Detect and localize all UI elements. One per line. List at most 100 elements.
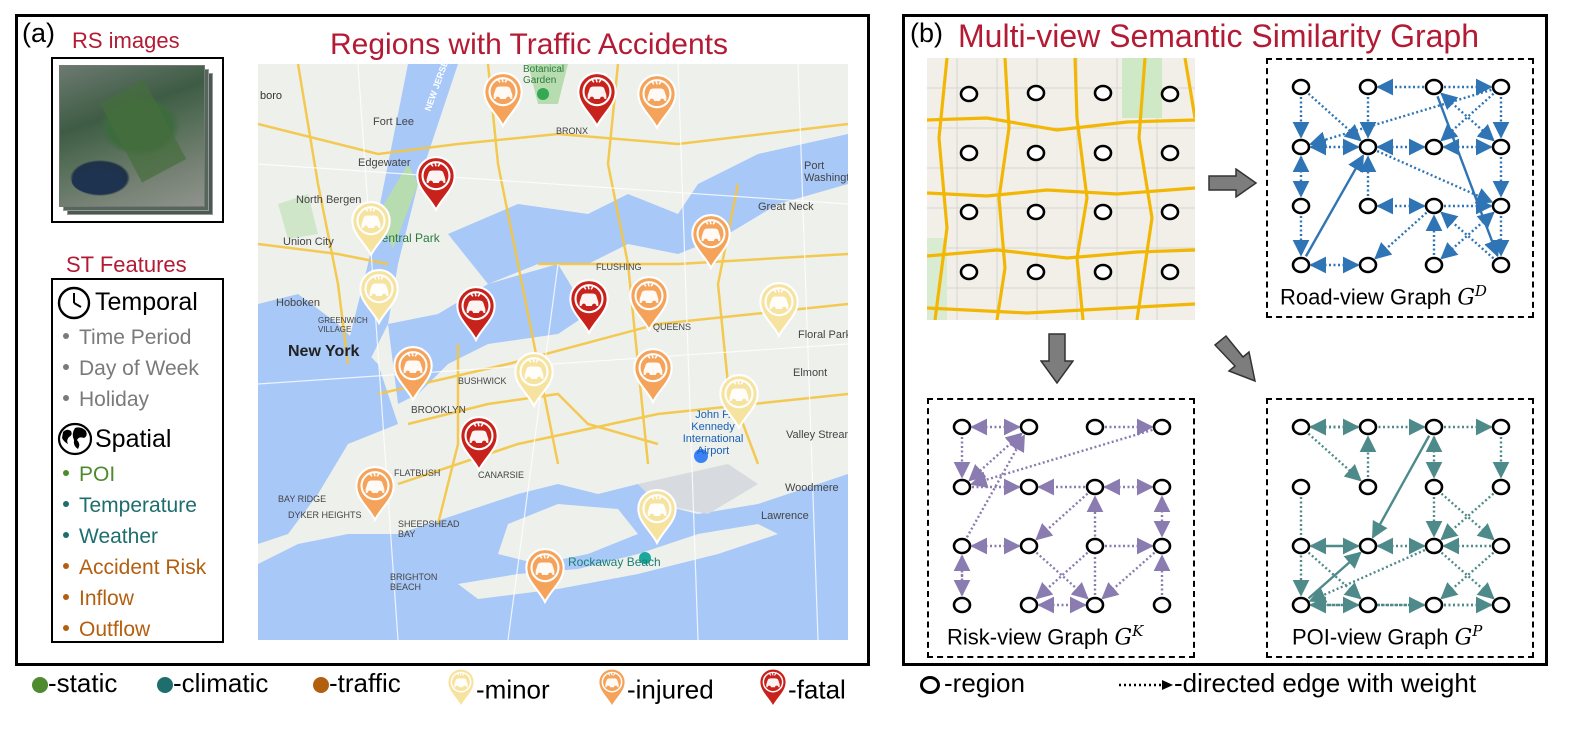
map-label-jfk: John F. Kennedy International Airport (682, 409, 744, 457)
graph-edge (1307, 551, 1362, 600)
map-label-dyker: DYKER HEIGHTS (288, 510, 362, 520)
map-label-central-park: Central Park (373, 231, 440, 245)
region-node (952, 596, 972, 614)
clock-icon (57, 286, 91, 320)
injured-accident-marker-icon (628, 276, 670, 337)
region-node (1424, 596, 1444, 614)
graph-edge (1308, 548, 1426, 603)
region-node (1358, 478, 1378, 496)
region-node (1152, 596, 1172, 614)
region-node (1291, 537, 1311, 555)
spatial-heading: Spatial (95, 425, 172, 453)
risk-view-caption: Risk-view Graph GK (943, 622, 1148, 651)
region-node (952, 418, 972, 436)
minor-accident-marker-icon (758, 282, 800, 343)
risk-view-graph (952, 418, 1172, 614)
map-label-greenwich: GREENWICH VILLAGE (318, 316, 368, 334)
map-label-union-city: Union City (283, 236, 334, 248)
map-label-valley-stream: Valley Stream (786, 429, 848, 441)
region-node (1358, 537, 1378, 555)
region-node (1424, 537, 1444, 555)
temporal-item: Time Period (57, 322, 199, 353)
fatal-marker-icon (758, 668, 788, 715)
poi-view-graph-box: POI-view Graph GP (1266, 398, 1534, 658)
spatial-item-accident-risk: Accident Risk (57, 552, 206, 583)
legend-edge: -directed edge with weight (1118, 668, 1476, 699)
spatial-item-temperature: Temperature (57, 490, 206, 521)
injured-marker-icon (597, 668, 627, 715)
road-view-graph (1291, 78, 1511, 274)
fatal-accident-marker-icon (458, 416, 500, 477)
spatial-item-poi: POI (57, 459, 206, 490)
graph-edge (1304, 154, 1365, 257)
map-label-elmont: Elmont (793, 367, 828, 379)
legend-minor: -minor (446, 668, 550, 715)
legend-static: -static (32, 668, 117, 699)
region-node (1491, 596, 1511, 614)
region-node (1019, 537, 1039, 555)
region-node (1358, 418, 1378, 436)
region-node (1152, 418, 1172, 436)
region-node (1424, 78, 1444, 96)
panel-b-tag: (b) (910, 18, 943, 48)
map-label-floral-park: Floral Park (798, 329, 848, 341)
region-node (1291, 478, 1311, 496)
map-label-boro: boro (260, 90, 283, 102)
region-node (1152, 537, 1172, 555)
traffic-dot-icon (313, 677, 329, 694)
region-node (1491, 537, 1511, 555)
region-node (1019, 478, 1039, 496)
rs-image-satellite (59, 65, 205, 207)
map-label-woodmere: Woodmere (785, 482, 839, 494)
region-node (1491, 478, 1511, 496)
map-label-new-york: New York (288, 343, 360, 360)
region-node (1291, 596, 1311, 614)
map-label-rockaway: Rockaway Beach (568, 555, 661, 569)
map-label-lawrence: Lawrence (761, 510, 809, 522)
graph-edge (1035, 492, 1089, 541)
region-node (1358, 256, 1378, 274)
map-label-botanical: Botanical Garden (523, 64, 565, 86)
region-node (1358, 78, 1378, 96)
spatial-item-weather: Weather (57, 521, 206, 552)
region-node-icon (920, 676, 940, 695)
region-node (1358, 197, 1378, 215)
map-label-bushwick: BUSHWICK (458, 376, 507, 386)
minor-accident-marker-icon (350, 201, 392, 262)
minor-accident-marker-icon (513, 352, 555, 413)
dotted-arrow-icon (1119, 680, 1173, 691)
graph-edge (1307, 432, 1362, 482)
region-node (1424, 418, 1444, 436)
map-label-north-bergen: North Bergen (296, 194, 362, 206)
panel-a-tag: (a) (22, 18, 55, 48)
region-node (1291, 256, 1311, 274)
poi-view-graph (1291, 418, 1511, 614)
st-features-box: Temporal Time Period Day of Week Holiday… (51, 278, 224, 643)
graph-edge (965, 434, 1026, 538)
region-node (1085, 596, 1105, 614)
spatial-list: POI Temperature Weather Accident Risk In… (57, 459, 206, 645)
region-node (1152, 478, 1172, 496)
region-node (1291, 197, 1311, 215)
arrow-diagonal-icon (1213, 334, 1257, 383)
region-node (1491, 418, 1511, 436)
region-node (1491, 197, 1511, 215)
graph-edge (969, 428, 1153, 488)
map-label-bronx: BRONX (556, 126, 589, 136)
region-node (1291, 78, 1311, 96)
graph-edge (1101, 551, 1156, 600)
region-node (1019, 418, 1039, 436)
legend-climatic: -climatic (157, 668, 268, 699)
region-node (1358, 138, 1378, 156)
spatial-item-inflow: Inflow (57, 583, 206, 614)
legend-injured: -injured (597, 668, 714, 715)
region-node (1491, 256, 1511, 274)
legend-traffic: -traffic (313, 668, 401, 699)
region-node (952, 478, 972, 496)
region-node (1085, 418, 1105, 436)
fatal-accident-marker-icon (415, 156, 457, 217)
legend-region: -region (920, 668, 1025, 699)
minor-marker-icon (446, 668, 476, 715)
region-node (1358, 596, 1378, 614)
static-dot-icon (32, 677, 48, 694)
